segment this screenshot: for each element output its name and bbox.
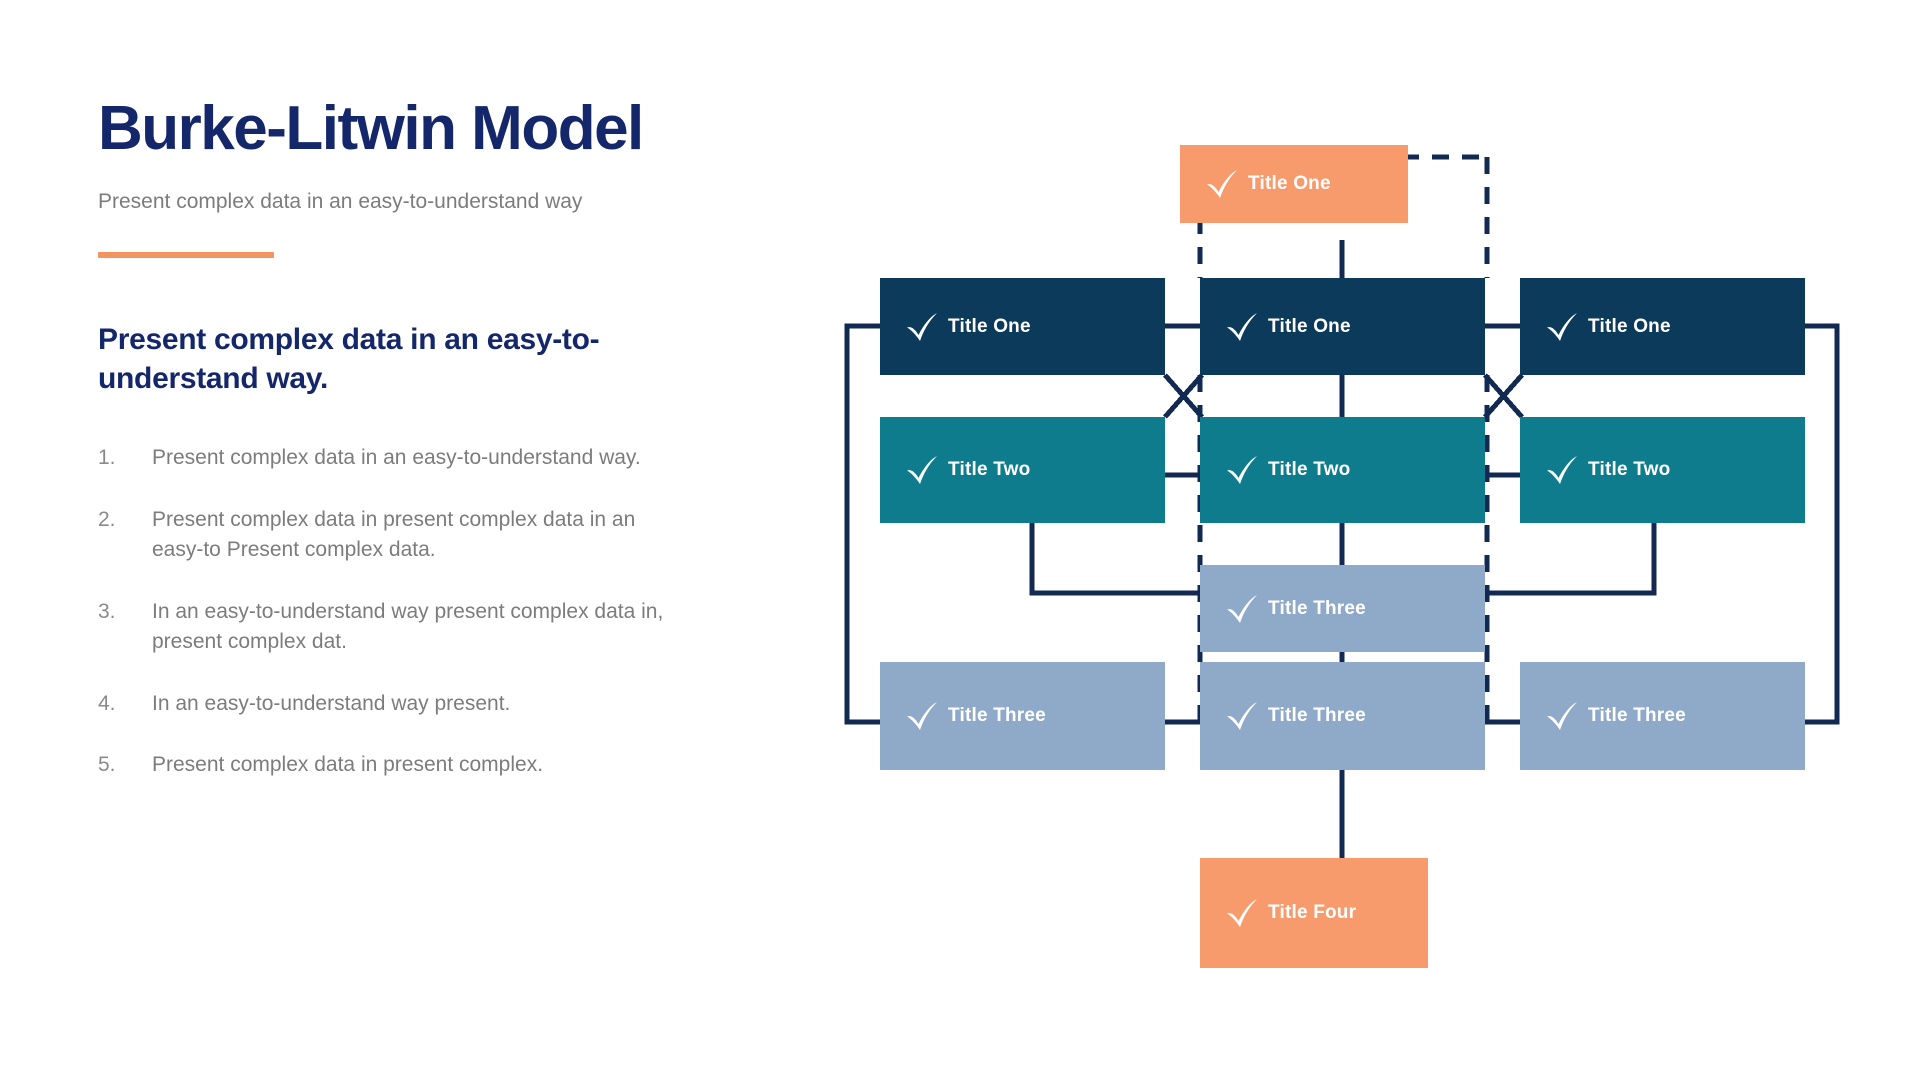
node-label: Title Three	[948, 705, 1046, 726]
list-item-text: Present complex data in an easy-to-under…	[152, 446, 641, 470]
check-icon	[1542, 701, 1582, 731]
node-row2-left[interactable]: Title Two	[880, 417, 1165, 523]
check-icon	[1222, 701, 1262, 731]
node-row1-center[interactable]: Title One	[1200, 278, 1485, 375]
node-label: Title Three	[1588, 705, 1686, 726]
check-icon	[1222, 455, 1262, 485]
numbered-list: 1. Present complex data in an easy-to-un…	[98, 443, 758, 780]
list-item-number: 2.	[98, 507, 116, 531]
burke-litwin-diagram: Title One Title One Title One	[820, 110, 1880, 1000]
node-row3-center[interactable]: Title Three	[1200, 565, 1485, 652]
connector-right-wraparound	[1805, 323, 1840, 725]
page-title: Burke-Litwin Model	[98, 94, 644, 163]
node-label: Title Two	[948, 459, 1031, 480]
check-icon	[1542, 455, 1582, 485]
list-item-number: 5.	[98, 752, 116, 776]
connector-left-wraparound	[844, 323, 880, 725]
list-item-text: Present complex data in present complex.	[152, 752, 544, 776]
node-row2-center[interactable]: Title Two	[1200, 417, 1485, 523]
connector-row2right-to-row3c	[1485, 523, 1657, 596]
node-label: Title One	[1268, 315, 1351, 337]
accent-divider	[98, 251, 274, 258]
node-label: Title One	[1248, 173, 1331, 194]
check-icon	[902, 312, 942, 342]
check-icon	[1202, 169, 1242, 199]
slide-subtitle: Present complex data in an easy-to-under…	[98, 190, 583, 214]
list-item-text: In an easy-to-understand way present.	[152, 691, 511, 715]
list-item: 3. In an easy-to-understand way present …	[98, 597, 758, 658]
node-label: Title Two	[1268, 459, 1351, 480]
node-bottom-orange[interactable]: Title Four	[1200, 858, 1428, 968]
node-label: Title Three	[1268, 597, 1366, 619]
check-icon	[902, 701, 942, 731]
section-heading: Present complex data in an easy-to-under…	[98, 322, 600, 396]
node-label: Title Two	[1588, 459, 1671, 480]
list-item-text: In an easy-to-understand way present com…	[152, 599, 664, 654]
list-item-number: 3.	[98, 599, 116, 623]
list-item-text: Present complex data in present complex …	[152, 507, 636, 562]
node-row4-right[interactable]: Title Three	[1520, 662, 1805, 770]
node-row4-left[interactable]: Title Three	[880, 662, 1165, 770]
list-item-number: 4.	[98, 691, 116, 715]
connector-x-cross-left	[1163, 373, 1204, 419]
node-label: Title Four	[1268, 902, 1357, 923]
node-row2-right[interactable]: Title Two	[1520, 417, 1805, 523]
node-label: Title One	[1588, 315, 1671, 337]
node-label: Title One	[948, 315, 1031, 337]
list-item: 4. In an easy-to-understand way present.	[98, 689, 758, 719]
check-icon	[1222, 312, 1262, 342]
check-icon	[902, 455, 942, 485]
list-item-number: 1.	[98, 446, 116, 470]
node-row1-right[interactable]: Title One	[1520, 278, 1805, 375]
node-label: Title Three	[1268, 705, 1366, 726]
node-row4-center[interactable]: Title Three	[1200, 662, 1485, 770]
connector-x-cross-right	[1483, 373, 1524, 419]
connector-row2left-to-row3c	[1029, 523, 1200, 596]
check-icon	[1542, 312, 1582, 342]
list-item: 1. Present complex data in an easy-to-un…	[98, 443, 758, 473]
node-top-orange[interactable]: Title One	[1180, 145, 1408, 223]
check-icon	[1222, 594, 1262, 624]
node-row1-left[interactable]: Title One	[880, 278, 1165, 375]
list-item: 5. Present complex data in present compl…	[98, 750, 758, 780]
check-icon	[1222, 898, 1262, 928]
list-item: 2. Present complex data in present compl…	[98, 505, 758, 566]
left-content-pane: Burke-Litwin Model Present complex data …	[98, 96, 758, 780]
